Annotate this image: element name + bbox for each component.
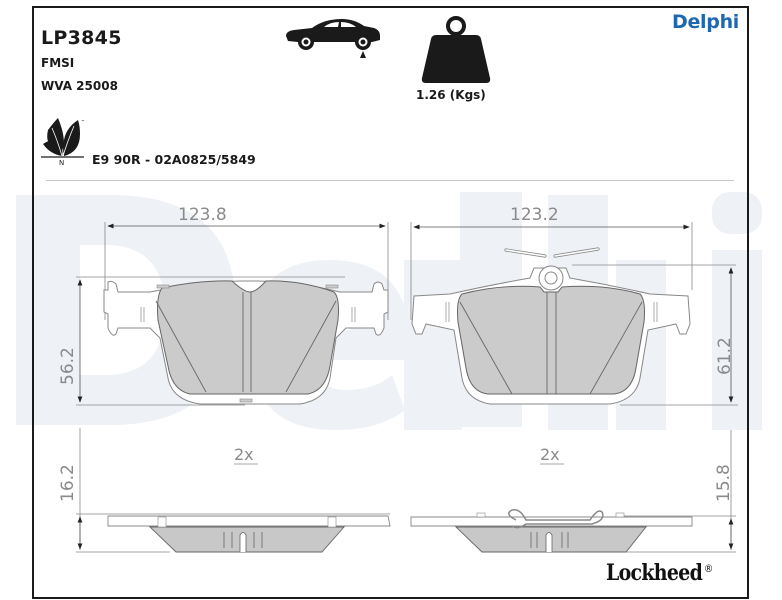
car-rear-axle-icon xyxy=(286,19,380,58)
wva-number: WVA 25008 xyxy=(41,79,118,93)
left-pad-front-view: 123.8 56.2 xyxy=(58,205,389,406)
eco-leaf-icon: N ™ xyxy=(41,118,85,166)
right-pad-width-dim: 123.2 xyxy=(510,205,559,225)
right-pad-height-dim: 61.2 xyxy=(715,337,735,375)
header-divider xyxy=(46,180,734,181)
delphi-logo: Delphi xyxy=(672,11,740,33)
ece-approval-number: E9 90R - 02A0825/5849 xyxy=(92,152,256,167)
right-pad-thickness-dim: 15.8 xyxy=(714,464,734,502)
right-pad-side-view: 15.8 2x xyxy=(410,430,736,553)
part-number: LP3845 xyxy=(41,27,122,49)
weight-icon xyxy=(421,16,491,83)
registered-mark: ® xyxy=(703,562,713,575)
svg-text:N: N xyxy=(59,159,64,166)
weight-value: 1.26 (Kgs) xyxy=(416,88,486,102)
left-pad-thickness-dim: 16.2 xyxy=(58,464,78,502)
right-pad-front-view: 123.2 61.2 xyxy=(410,205,738,406)
spec-sheet-frame xyxy=(32,6,749,599)
left-pad-height-dim: 56.2 xyxy=(58,347,78,385)
right-pad-quantity: 2x xyxy=(540,445,560,464)
left-pad-width-dim: 123.8 xyxy=(178,205,227,225)
left-pad-side-view: 16.2 2x xyxy=(58,428,391,553)
svg-text:™: ™ xyxy=(81,119,85,124)
lockheed-wordmark: Lockheed xyxy=(606,560,703,586)
left-pad-quantity: 2x xyxy=(234,445,254,464)
fmsi-label: FMSI xyxy=(41,56,75,70)
lockheed-logo: Lockheed® xyxy=(606,560,713,586)
